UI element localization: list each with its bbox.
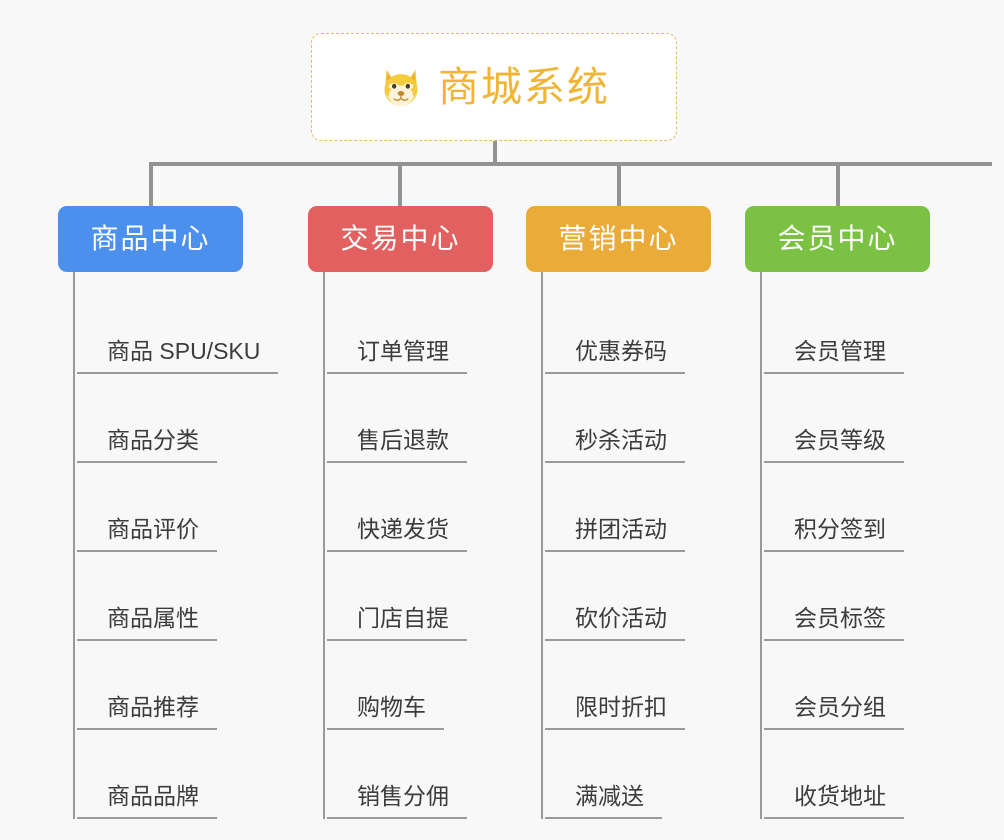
leaf-list-3: 优惠券码 秒杀活动 拼团活动 砍价活动 限时折扣 (541, 272, 711, 819)
leaf-item[interactable]: 收货地址 (764, 730, 930, 819)
leaf-underline: 优惠券码 (545, 338, 685, 374)
leaf-underline: 拼团活动 (545, 516, 685, 552)
leaf-underline: 商品属性 (77, 605, 217, 641)
leaf-label: 砍价活动 (575, 604, 667, 631)
leaf-label: 拼团活动 (575, 515, 667, 542)
leaf-item[interactable]: 秒杀活动 (545, 374, 711, 463)
leaf-label: 优惠券码 (575, 337, 667, 364)
leaf-item[interactable]: 购物车 (327, 641, 493, 730)
connector-drop-3 (617, 163, 621, 207)
leaf-label: 会员分组 (794, 693, 886, 720)
leaf-label: 收货地址 (794, 782, 886, 809)
leaf-label: 满减送 (575, 782, 644, 809)
leaf-underline: 商品品牌 (77, 783, 217, 819)
leaf-item[interactable]: 满减送 (545, 730, 711, 819)
root-node[interactable]: 商城系统 (311, 33, 677, 141)
leaf-label: 商品品牌 (107, 782, 199, 809)
leaf-underline: 商品推荐 (77, 694, 217, 730)
leaf-underline: 积分签到 (764, 516, 904, 552)
category-header-4[interactable]: 会员中心 (745, 206, 930, 272)
leaf-underline: 购物车 (327, 694, 444, 730)
leaf-underline: 会员标签 (764, 605, 904, 641)
connector-drop-2 (398, 163, 402, 207)
leaf-underline: 门店自提 (327, 605, 467, 641)
leaf-item[interactable]: 售后退款 (327, 374, 493, 463)
leaf-underline: 售后退款 (327, 427, 467, 463)
category-header-2[interactable]: 交易中心 (308, 206, 493, 272)
leaf-item[interactable]: 快递发货 (327, 463, 493, 552)
leaf-list-2: 订单管理 售后退款 快递发货 门店自提 购物车 (323, 272, 493, 819)
leaf-label: 快递发货 (357, 515, 449, 542)
category-header-1[interactable]: 商品中心 (58, 206, 243, 272)
leaf-underline: 商品评价 (77, 516, 217, 552)
leaf-underline: 商品 SPU/SKU (77, 337, 279, 374)
leaf-item[interactable]: 商品属性 (77, 552, 278, 641)
leaf-label: 商品属性 (107, 604, 199, 631)
leaf-label: 会员标签 (794, 604, 886, 631)
leaf-label: 门店自提 (357, 604, 449, 631)
branch-column-2: 交易中心 订单管理 售后退款 快递发货 门店自提 (308, 206, 493, 819)
leaf-underline: 快递发货 (327, 516, 467, 552)
leaf-underline: 限时折扣 (545, 694, 685, 730)
leaf-underline: 秒杀活动 (545, 427, 685, 463)
category-label-4: 会员中心 (777, 223, 898, 254)
category-label-3: 营销中心 (558, 223, 679, 254)
leaf-item[interactable]: 商品分类 (77, 374, 278, 463)
leaf-item[interactable]: 销售分佣 (327, 730, 493, 819)
leaf-label: 售后退款 (357, 426, 449, 453)
leaf-item[interactable]: 砍价活动 (545, 552, 711, 641)
leaf-underline: 会员管理 (764, 338, 904, 374)
leaf-underline: 销售分佣 (327, 783, 467, 819)
leaf-label: 商品推荐 (107, 693, 199, 720)
leaf-item[interactable]: 订单管理 (327, 285, 493, 374)
leaf-label: 限时折扣 (575, 693, 667, 720)
leaf-underline: 订单管理 (327, 338, 467, 374)
leaf-item[interactable]: 会员分组 (764, 641, 930, 730)
leaf-item[interactable]: 限时折扣 (545, 641, 711, 730)
leaf-item[interactable]: 门店自提 (327, 552, 493, 641)
leaf-label: 购物车 (357, 693, 426, 720)
leaf-item[interactable]: 商品 SPU/SKU (77, 285, 279, 374)
leaf-item[interactable]: 商品品牌 (77, 730, 278, 819)
leaf-underline: 会员等级 (764, 427, 904, 463)
leaf-label: 商品 SPU/SKU (107, 337, 261, 364)
leaf-item[interactable]: 优惠券码 (545, 285, 711, 374)
leaf-label: 积分签到 (794, 515, 886, 542)
dog-face-icon (378, 64, 424, 110)
category-label-2: 交易中心 (340, 223, 461, 254)
leaf-underline: 商品分类 (77, 427, 217, 463)
connector-drop-1 (149, 163, 153, 207)
leaf-label: 商品分类 (107, 426, 199, 453)
leaf-label: 商品评价 (107, 515, 199, 542)
leaf-list-4: 会员管理 会员等级 积分签到 会员标签 会员分组 (760, 272, 930, 819)
leaf-underline: 满减送 (545, 783, 662, 819)
leaf-item[interactable]: 积分签到 (764, 463, 930, 552)
leaf-item[interactable]: 会员等级 (764, 374, 930, 463)
leaf-label: 秒杀活动 (575, 426, 667, 453)
connector-drop-4 (836, 163, 840, 207)
leaf-item[interactable]: 商品评价 (77, 463, 278, 552)
connector-root-stub (493, 141, 497, 165)
category-header-3[interactable]: 营销中心 (526, 206, 711, 272)
leaf-item[interactable]: 商品推荐 (77, 641, 278, 730)
branch-column-3: 营销中心 优惠券码 秒杀活动 拼团活动 砍价活动 (526, 206, 711, 819)
connector-horizontal-bus (149, 162, 992, 166)
leaf-label: 订单管理 (357, 337, 449, 364)
leaf-label: 销售分佣 (357, 782, 449, 809)
leaf-underline: 砍价活动 (545, 605, 685, 641)
leaf-list-1: 商品 SPU/SKU 商品分类 商品评价 商品属性 商品推荐 (73, 272, 279, 819)
branch-column-1: 商品中心 商品 SPU/SKU 商品分类 商品评价 商品属性 (58, 206, 279, 819)
leaf-label: 会员管理 (794, 337, 886, 364)
leaf-underline: 收货地址 (764, 783, 904, 819)
leaf-item[interactable]: 会员管理 (764, 285, 930, 374)
leaf-label: 会员等级 (794, 426, 886, 453)
leaf-item[interactable]: 拼团活动 (545, 463, 711, 552)
leaf-item[interactable]: 会员标签 (764, 552, 930, 641)
category-label-1: 商品中心 (90, 223, 211, 254)
root-label: 商城系统 (438, 63, 610, 110)
leaf-underline: 会员分组 (764, 694, 904, 730)
branch-column-4: 会员中心 会员管理 会员等级 积分签到 会员标签 (745, 206, 930, 819)
